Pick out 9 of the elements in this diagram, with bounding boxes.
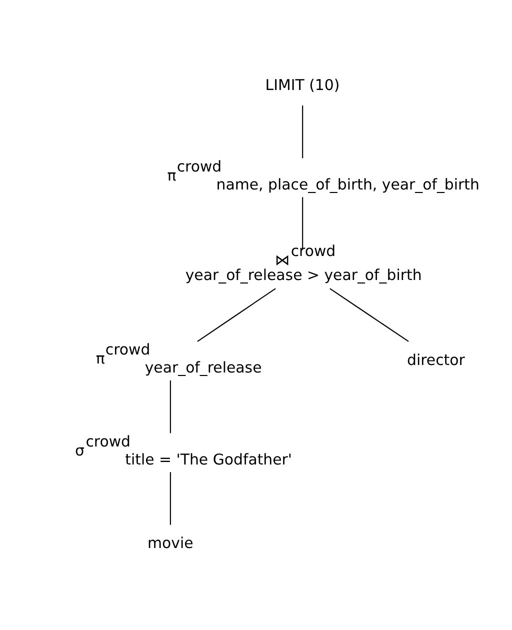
node-text: director: [406, 350, 464, 369]
node-text: movie: [147, 534, 193, 552]
connector: [196, 288, 276, 342]
connector: [302, 106, 303, 158]
node-text: LIMIT (10): [264, 76, 340, 94]
connector: [169, 472, 170, 525]
connector: [302, 197, 303, 250]
connector: [169, 380, 170, 434]
connector: [329, 288, 408, 342]
